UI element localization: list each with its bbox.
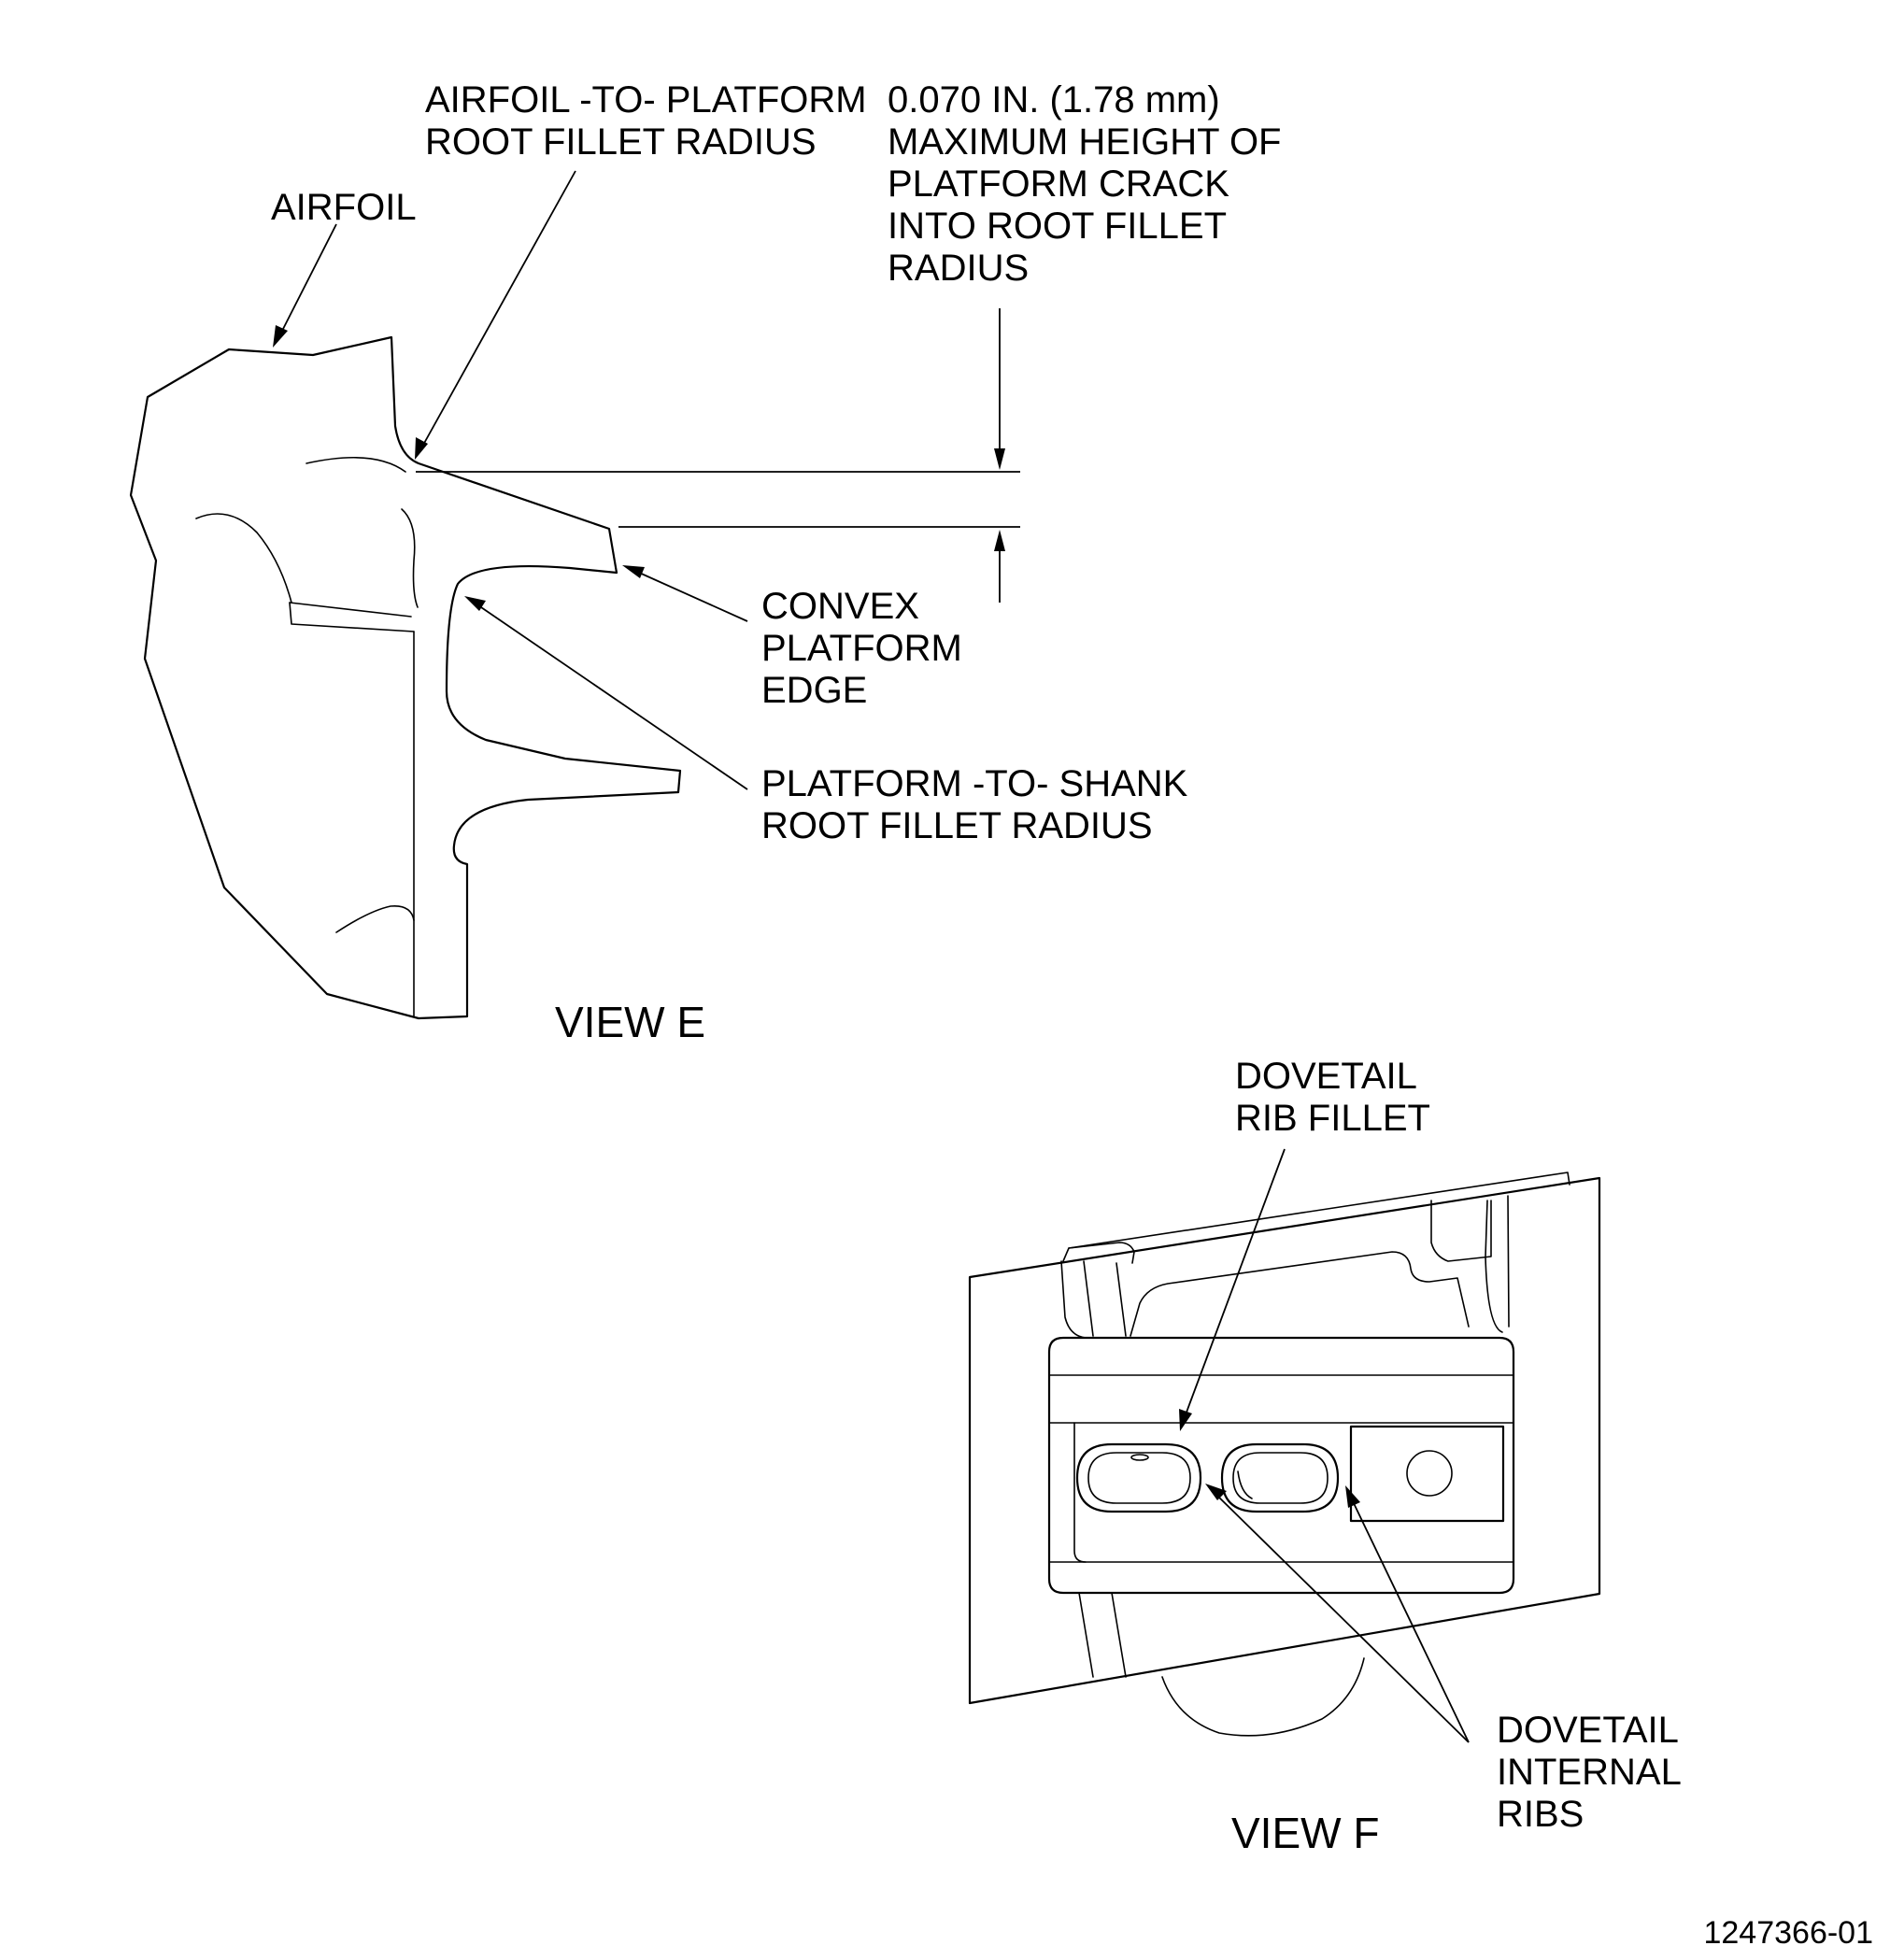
internal-ribs-label: DOVETAIL INTERNAL RIBS bbox=[1497, 1710, 1690, 1835]
internal-ribs-line-3: RIBS bbox=[1497, 1794, 1584, 1835]
airfoil-fillet-label-line-2: ROOT FILLET RADIUS bbox=[425, 121, 817, 163]
crack-height-line-5: RADIUS bbox=[888, 248, 1029, 289]
crack-height-line-1: 0.070 IN. (1.78 mm) bbox=[888, 79, 1220, 121]
view-f-leaders bbox=[1179, 1148, 1470, 1743]
airfoil-label: AIRFOIL bbox=[271, 187, 417, 228]
crack-height-line-3: PLATFORM CRACK bbox=[888, 163, 1229, 205]
convex-edge-line-3: EDGE bbox=[761, 670, 867, 711]
shank-fillet-line-1: PLATFORM -TO- SHANK bbox=[761, 763, 1188, 804]
internal-ribs-line-1: DOVETAIL bbox=[1497, 1710, 1678, 1751]
internal-ribs-line-2: INTERNAL bbox=[1497, 1752, 1681, 1793]
crack-height-label: 0.070 IN. (1.78 mm) MAXIMUM HEIGHT OF PL… bbox=[888, 79, 1292, 289]
crack-height-line-4: INTO ROOT FILLET bbox=[888, 206, 1227, 247]
convex-edge-line-1: CONVEX bbox=[761, 586, 919, 627]
convex-edge-label: CONVEX PLATFORM EDGE bbox=[761, 586, 973, 711]
reference-number: 1247366-01 bbox=[1703, 1915, 1873, 1951]
rib-fillet-line-2: RIB FILLET bbox=[1235, 1098, 1430, 1139]
shank-fillet-line-2: ROOT FILLET RADIUS bbox=[761, 805, 1153, 846]
rib-fillet-label: DOVETAIL RIB FILLET bbox=[1235, 1056, 1430, 1139]
shank-fillet-label: PLATFORM -TO- SHANK ROOT FILLET RADIUS bbox=[761, 763, 1198, 846]
view-e-leaders bbox=[273, 170, 1020, 790]
crack-height-line-2: MAXIMUM HEIGHT OF bbox=[888, 121, 1281, 163]
view-f-title: VIEW F bbox=[1231, 1809, 1379, 1857]
rib-fillet-line-1: DOVETAIL bbox=[1235, 1056, 1416, 1097]
convex-edge-line-2: PLATFORM bbox=[761, 628, 962, 669]
airfoil-fillet-label: AIRFOIL -TO- PLATFORM ROOT FILLET RADIUS bbox=[425, 79, 877, 163]
airfoil-fillet-label-line-1: AIRFOIL -TO- PLATFORM bbox=[425, 79, 867, 121]
view-f-part-outline bbox=[968, 1172, 1601, 1737]
view-e-title: VIEW E bbox=[555, 998, 705, 1046]
view-e-part-outline bbox=[129, 335, 682, 1020]
